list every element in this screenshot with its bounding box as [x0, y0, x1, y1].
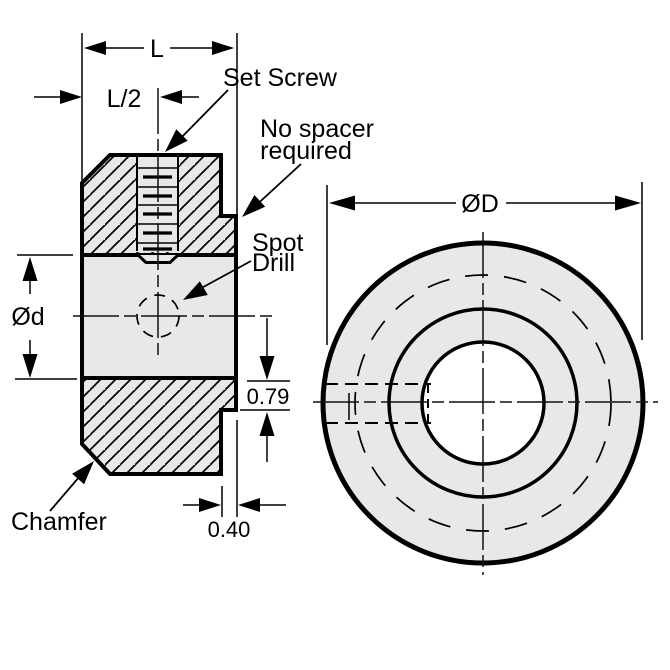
- dimension-outer-diameter-text: ØD: [461, 190, 499, 218]
- dimension-bore-text: Ød: [11, 303, 44, 331]
- dimension-recess-width-text: 0.40: [208, 517, 251, 542]
- dimension-L2: L/2: [34, 85, 199, 113]
- dimension-bore: Ød: [11, 254, 77, 380]
- no-spacer-label-line1: No spacer: [260, 115, 374, 143]
- dimension-outer-diameter: ØD: [326, 182, 643, 345]
- dimension-recess-depth: 0.79: [240, 318, 290, 462]
- dimension-L2-text: L/2: [107, 85, 142, 113]
- annotation-set-screw: Set Screw: [165, 64, 338, 152]
- dimension-recess-width: 0.40: [183, 420, 286, 542]
- dimension-recess-depth-text: 0.79: [247, 384, 290, 409]
- annotation-chamfer: Chamfer: [11, 461, 107, 536]
- spot-drill-label-line1: Spot: [252, 229, 303, 257]
- side-section-view: [73, 88, 277, 476]
- dimension-L-text: L: [150, 35, 164, 63]
- no-spacer-label-line2: required: [260, 137, 352, 165]
- chamfer-label: Chamfer: [11, 508, 107, 536]
- annotation-spot-drill: Spot Drill: [183, 229, 303, 300]
- front-view: [313, 232, 658, 575]
- annotation-no-spacer: No spacer required: [242, 115, 374, 217]
- spot-drill-label-line2: Drill: [252, 249, 295, 277]
- collar-bottom-hatch: [82, 378, 236, 474]
- spot-drill-circle: [136, 294, 180, 338]
- dimension-L: L: [81, 33, 238, 214]
- set-screw-label: Set Screw: [223, 64, 338, 92]
- hidden-screw-hole-lines: [325, 383, 431, 424]
